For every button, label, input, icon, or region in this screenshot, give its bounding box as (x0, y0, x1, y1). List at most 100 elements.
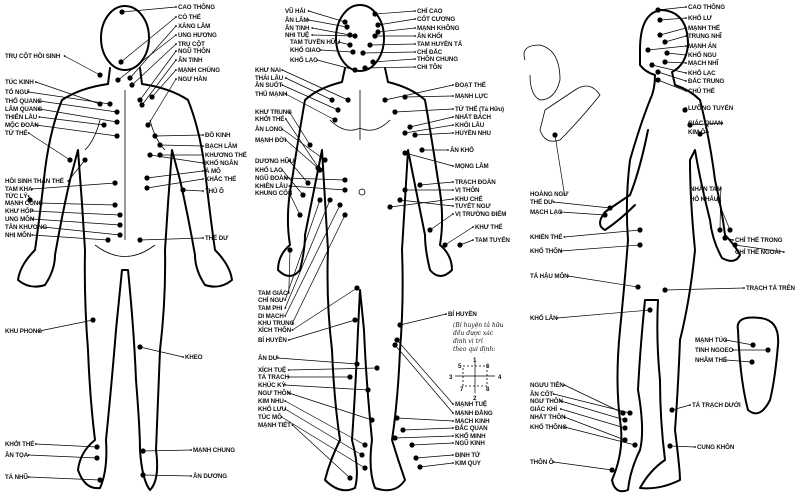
point-label: THỦ Ô (205, 187, 224, 195)
leader-line (67, 159, 86, 182)
acupoint-dot (107, 101, 113, 107)
acupoint-dot (342, 187, 348, 193)
acupoint-dot (662, 39, 668, 45)
acupoint-dot (387, 204, 393, 210)
leader-line (664, 61, 687, 64)
acupoint-dot (402, 150, 408, 156)
point-label: TRỤ CỘT (178, 40, 205, 48)
acupoint-dot (622, 437, 628, 443)
leader-end-dot (202, 170, 204, 172)
point-label: NGƯ HÀN (178, 76, 207, 83)
point-label: TỨ THẾ (5, 130, 27, 137)
point-label: CAO THÔNG (178, 3, 215, 11)
leader-line (666, 52, 687, 56)
acupoint-dot (362, 65, 368, 71)
acupoint-dot (140, 448, 146, 454)
point-label: KIM Ô (688, 128, 706, 136)
acupoint-dot (609, 467, 615, 473)
acupoint-dot (180, 187, 186, 193)
cross-number: 8 (486, 386, 490, 393)
point-label: THÔN Ô (530, 458, 554, 466)
leader-line (35, 443, 98, 448)
leader-end-dot (190, 449, 192, 451)
acupoint-dot (607, 205, 613, 211)
cross-number: 5 (458, 363, 462, 370)
leader-end-dot (337, 41, 340, 43)
acupoint-dot (397, 322, 403, 328)
leader-line (396, 417, 454, 422)
acupoint-dot (149, 94, 155, 100)
point-label: TỨC LÝ (5, 193, 28, 200)
leader-line (42, 226, 121, 236)
acupoint-dot (342, 212, 348, 218)
acupoint-dot (94, 455, 100, 461)
leader-end-dot (175, 50, 177, 52)
leader-end-dot (287, 392, 290, 394)
leader-end-dot (452, 442, 454, 444)
leader-end-dot (782, 251, 785, 253)
acupoint-dot (82, 157, 88, 163)
acupoint-dot (649, 62, 655, 68)
acupoint-dot (442, 242, 448, 248)
leader-end-dot (281, 84, 284, 86)
point-label: UNG HƯƠNG (178, 32, 217, 39)
cross-number: 4 (498, 374, 502, 381)
leader-end-dot (694, 446, 696, 448)
leader-end-dot (414, 10, 416, 12)
leader-end-dot (724, 359, 727, 361)
point-label: TRỤ CỘT HỒI SINH (5, 52, 61, 60)
leader-end-dot (284, 299, 287, 301)
leader-end-dot (559, 408, 562, 410)
leader-line (415, 454, 454, 459)
point-label: ÂN CỐT (530, 391, 553, 398)
acupoint-dot (157, 142, 163, 148)
leader-line (664, 287, 745, 291)
acupoint-dot (147, 152, 153, 158)
leader-end-dot (202, 178, 204, 180)
point-label: KHỔ MINH (455, 433, 486, 440)
acupoint-dot (732, 242, 738, 248)
leader-end-dot (559, 211, 562, 213)
leader-end-dot (552, 461, 555, 463)
point-label: NHÂM THẾ (695, 357, 727, 364)
point-label: ÂN KHỔ (450, 147, 474, 154)
leader-line (404, 124, 454, 134)
point-label: HOÀNG NGƯ (530, 191, 569, 198)
leader-line (402, 427, 454, 431)
leader-end-dot (175, 69, 177, 71)
leader-end-dot (284, 118, 287, 120)
point-label: MẠNH CHUNG (193, 447, 235, 454)
point-label: KHỔ LẠC (688, 70, 716, 77)
acupoint-dot (139, 102, 145, 108)
leader-line (285, 93, 336, 121)
leader-line (659, 27, 687, 36)
acupoint-dot (119, 9, 125, 15)
point-label: MẠNH ĐẰNG (455, 409, 493, 417)
leader-line (32, 210, 121, 216)
acupoint-dot (112, 202, 118, 208)
acupoint-dot (115, 77, 121, 83)
acupoint-dot (647, 307, 653, 313)
leader-end-dot (307, 19, 310, 21)
leader-end-dot (452, 132, 454, 134)
acupoint-dot (657, 17, 663, 23)
acupoint-dot (347, 42, 353, 48)
leader-line (288, 319, 356, 341)
point-label: MẠNH THẾ (688, 25, 720, 32)
leader-end-dot (202, 134, 204, 136)
leader-line (39, 319, 94, 332)
acupoint-dot (402, 94, 408, 100)
point-label: TAM KHA (5, 186, 33, 193)
point-label: KHỔ THÔN (530, 247, 563, 255)
leader-end-dot (414, 66, 416, 68)
leader-end-dot (414, 58, 416, 60)
leader-end-dot (284, 315, 287, 317)
point-label: CỐT CƯƠNG (417, 16, 455, 23)
leader-line (560, 244, 641, 252)
leader-end-dot (685, 90, 687, 92)
leader-line (444, 226, 474, 246)
leader-end-dot (291, 329, 294, 331)
leader-line (419, 462, 454, 468)
leader-line (285, 400, 366, 446)
acupoint-dot (397, 197, 403, 203)
